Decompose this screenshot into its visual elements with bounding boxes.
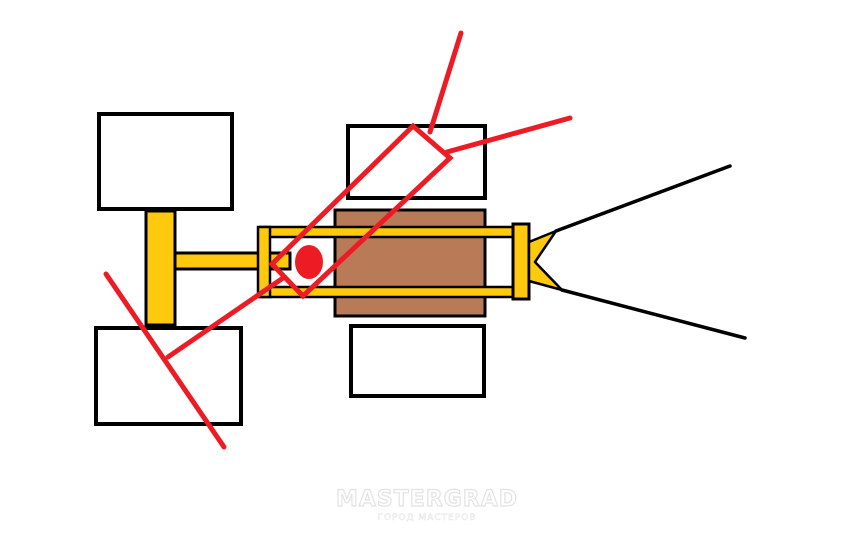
red-rear-axle-line bbox=[103, 271, 227, 450]
red-rotated-frame bbox=[268, 122, 454, 300]
tow-rope-lower bbox=[560, 288, 747, 340]
front-left-wheel bbox=[346, 124, 487, 200]
front-bumper bbox=[511, 222, 531, 301]
frame-rear-cross bbox=[256, 225, 272, 299]
red-antenna-upper bbox=[427, 30, 464, 135]
watermark-subtitle: ГОРОД МАСТЕРОВ bbox=[377, 513, 476, 523]
front-right-wheel bbox=[349, 324, 486, 398]
front-hitch bbox=[527, 229, 564, 292]
red-antenna-right bbox=[444, 115, 573, 155]
rear-right-wheel bbox=[94, 326, 243, 426]
rear-left-wheel bbox=[97, 112, 234, 211]
rear-axle bbox=[144, 209, 177, 327]
red-arm-lower bbox=[165, 275, 286, 360]
red-pivot-dot bbox=[295, 245, 323, 279]
tow-rope-upper bbox=[554, 164, 732, 233]
watermark-title: MASTERGRAD bbox=[336, 487, 518, 512]
